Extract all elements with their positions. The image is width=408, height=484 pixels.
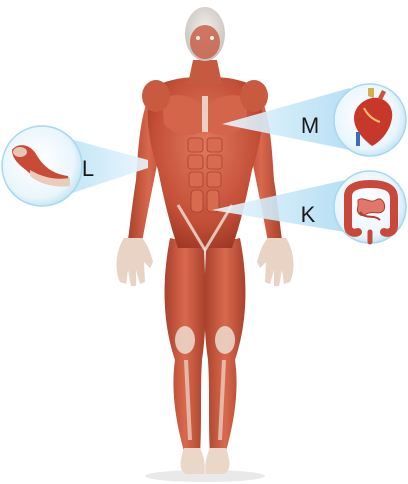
left-foot bbox=[181, 448, 205, 474]
left-eye bbox=[196, 36, 200, 40]
left-knee bbox=[175, 326, 195, 354]
right-eye bbox=[210, 36, 214, 40]
right-knee bbox=[215, 326, 235, 354]
right-shoulder bbox=[240, 80, 268, 112]
left-shoulder bbox=[142, 80, 170, 112]
left-hand bbox=[117, 238, 153, 286]
ground-shadow bbox=[145, 470, 265, 482]
label-m: M bbox=[301, 113, 319, 138]
sternum bbox=[202, 96, 208, 132]
neck bbox=[188, 60, 222, 84]
human-body bbox=[117, 7, 294, 474]
callout-left: L bbox=[2, 126, 148, 206]
face bbox=[190, 25, 220, 59]
right-foot bbox=[205, 448, 229, 474]
right-hand bbox=[257, 238, 293, 286]
label-l: L bbox=[82, 156, 94, 181]
label-k: K bbox=[301, 202, 316, 227]
